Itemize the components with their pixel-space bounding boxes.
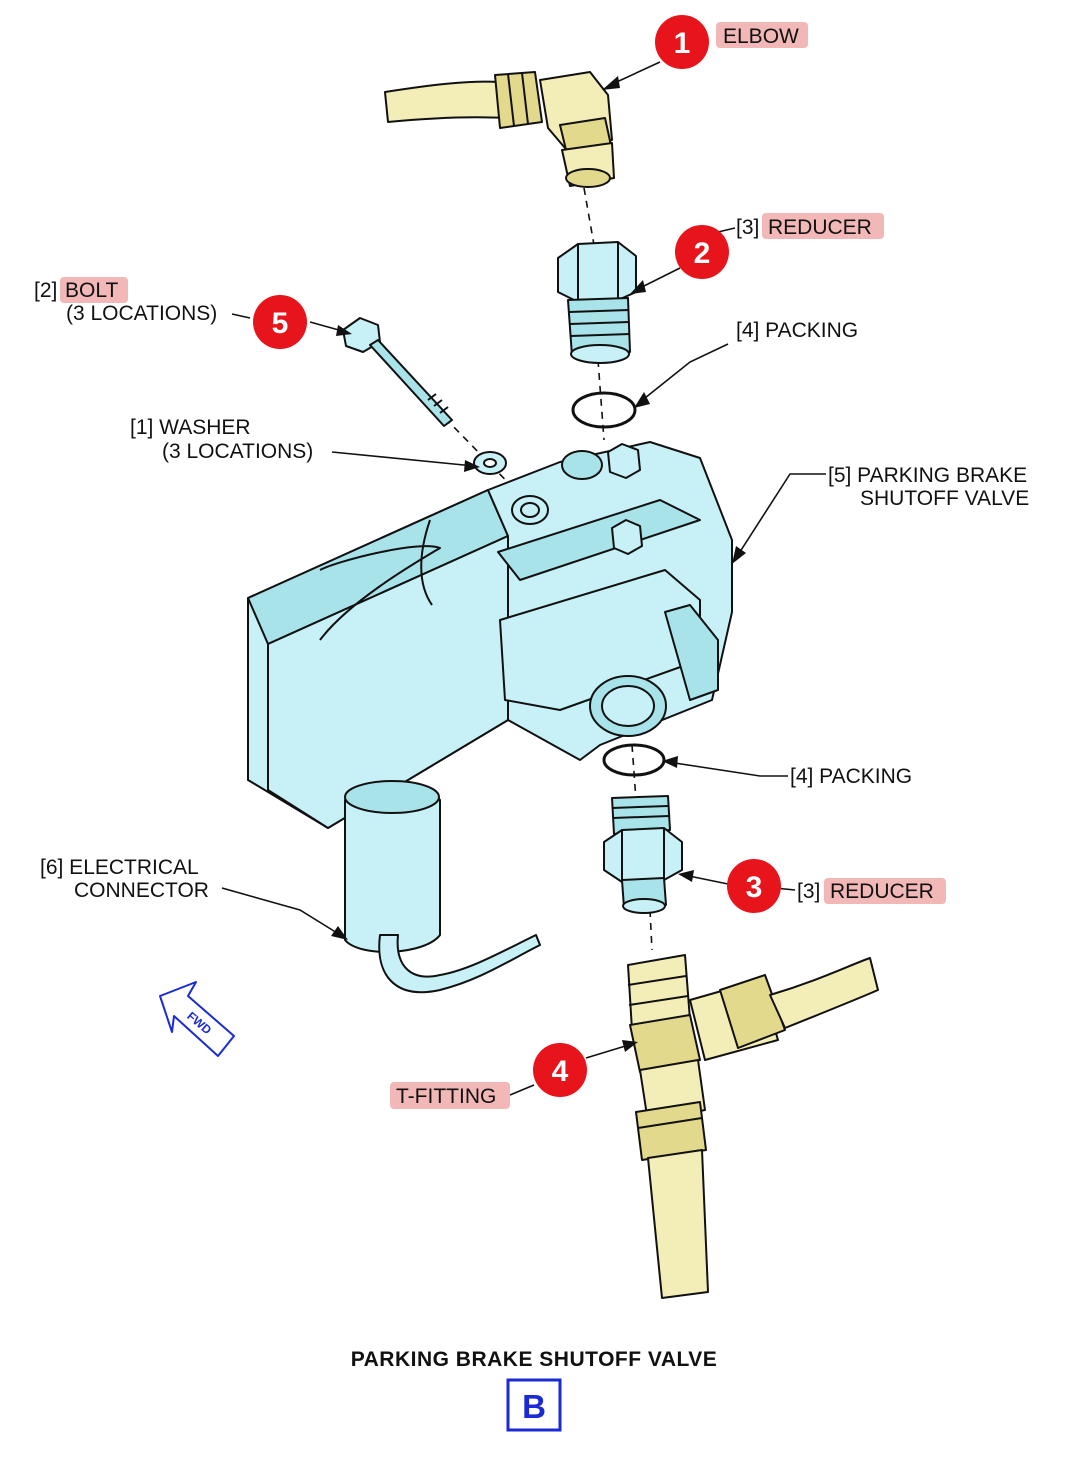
bolt-sublabel: (3 LOCATIONS) xyxy=(66,302,217,325)
view-letter-box: B xyxy=(506,1378,562,1432)
callout-badge-1: 1 xyxy=(655,15,709,69)
reducer-lower-label: REDUCER xyxy=(830,880,934,903)
callout-3-label: [3] REDUCER xyxy=(797,878,946,904)
packing-lower-label: [4] PACKING xyxy=(790,765,912,788)
bolt-prefix: [2] xyxy=(34,279,57,302)
reducer-upper-prefix: [3] xyxy=(736,216,759,239)
packing-upper-label: [4] PACKING xyxy=(736,319,858,342)
callout-badge-2: 2 xyxy=(675,225,729,279)
elbow-part xyxy=(384,71,615,188)
callout-5-label: [2] BOLT (3 LOCATIONS) xyxy=(34,277,217,325)
callout-number-4: 4 xyxy=(552,1055,569,1088)
fwd-arrow-icon: FWD xyxy=(159,981,235,1057)
callout-1-label: ELBOW xyxy=(716,22,808,48)
connector-label-line1: [6] ELECTRICAL xyxy=(40,856,199,879)
washer-label: [1] WASHER xyxy=(130,416,251,439)
washer-sublabel: (3 LOCATIONS) xyxy=(162,440,313,463)
reducer-upper-part xyxy=(557,241,637,364)
bolt-label: BOLT xyxy=(65,279,118,302)
reducer-lower-prefix: [3] xyxy=(797,880,820,903)
leader-lines xyxy=(221,61,826,1096)
callout-badge-3: 3 xyxy=(727,859,781,913)
valve-label-line2: SHUTOFF VALVE xyxy=(860,487,1029,510)
washer-part xyxy=(473,451,507,475)
callout-4-label: T-FITTING xyxy=(390,1082,510,1109)
valve-label-line1: [5] PARKING BRAKE xyxy=(828,464,1027,487)
view-letter: B xyxy=(522,1388,546,1425)
reducer-lower-part xyxy=(603,795,683,914)
callout-badge-5: 5 xyxy=(253,295,307,349)
callout-2-label: [3] REDUCER xyxy=(736,213,884,239)
connector-label-line2: CONNECTOR xyxy=(74,879,209,902)
callout-number-5: 5 xyxy=(272,307,289,340)
callout-number-2: 2 xyxy=(694,237,711,270)
electrical-connector-part xyxy=(344,780,541,994)
bolt-part xyxy=(342,317,453,427)
elbow-label: ELBOW xyxy=(723,25,799,48)
packing-upper-part xyxy=(571,391,637,429)
callout-number-1: 1 xyxy=(674,27,691,60)
reducer-upper-label: REDUCER xyxy=(768,216,872,239)
callout-number-3: 3 xyxy=(746,871,763,904)
callout-badge-4: 4 xyxy=(533,1043,587,1097)
figure-caption: PARKING BRAKE SHUTOFF VALVE xyxy=(351,1348,718,1371)
t-fitting-part xyxy=(627,954,879,1299)
shutoff-valve-part xyxy=(247,441,733,829)
packing-lower-part xyxy=(602,743,666,777)
t-fitting-label: T-FITTING xyxy=(396,1085,496,1108)
